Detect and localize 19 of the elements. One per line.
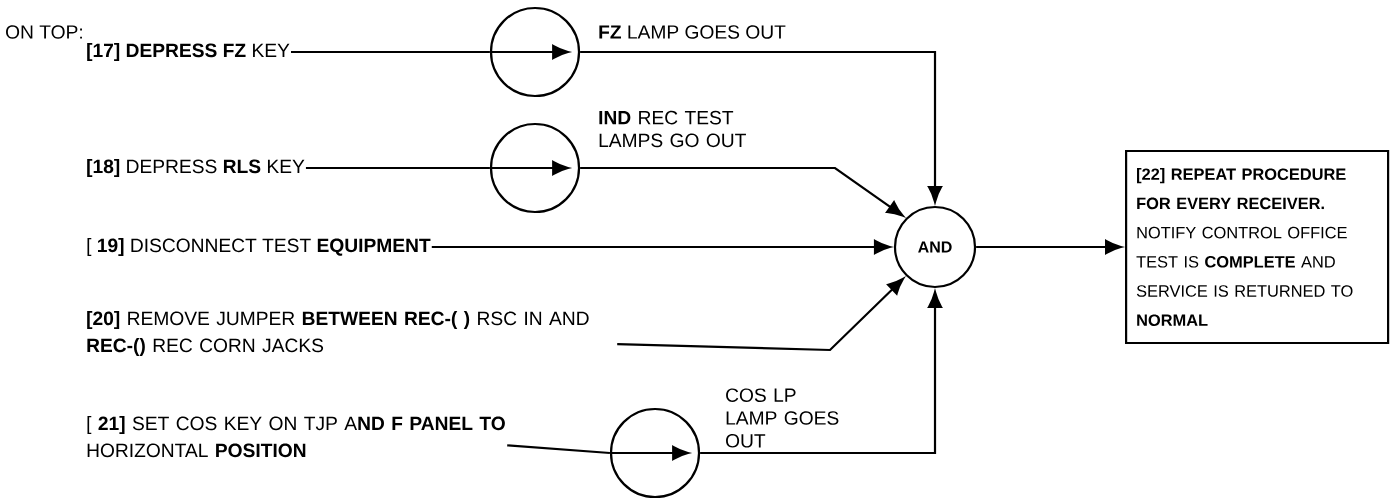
arrow-circle-symbol — [489, 122, 581, 214]
edge-label: IND REC TEST LAMPS GO OUT — [596, 108, 751, 150]
arrow — [976, 239, 1122, 255]
step-text: [18] DEPRESS RLS KEY — [87, 159, 305, 177]
note-text: ON TOP: — [6, 25, 82, 39]
arrow — [617, 277, 904, 352]
edge-label: COS LP LAMP GOES OUT — [723, 386, 852, 450]
arrow-circle-symbol — [489, 6, 581, 98]
step-text: [17] DEPRESS FZ KEY — [87, 43, 290, 61]
step-text: [20] REMOVE JUMPER BETWEEN REC-( ) RSC IN AND REC-() REC CORN JACKS — [87, 311, 589, 356]
note-box: [22] REPEAT PROCEDURE FOR EVERY RECEIVER. NOTIFY CONTROL OFFICE TEST IS COMPLETE AND SERVICE IS RETURNED TO NORMAL — [1125, 149, 1390, 345]
arrow — [700, 291, 943, 455]
arrow-circle-symbol — [609, 407, 701, 499]
arrow — [580, 166, 904, 217]
step-text: [ 21] SET COS KEY ON TJP AND F PANEL TO HORIZONTAL POSITION — [87, 416, 505, 458]
step-text: [ 19] DISCONNECT TEST EQUIPMENT — [87, 238, 431, 256]
arrow — [431, 239, 891, 255]
arrow — [580, 50, 943, 203]
edge-label: FZ LAMP GOES OUT — [596, 23, 788, 41]
